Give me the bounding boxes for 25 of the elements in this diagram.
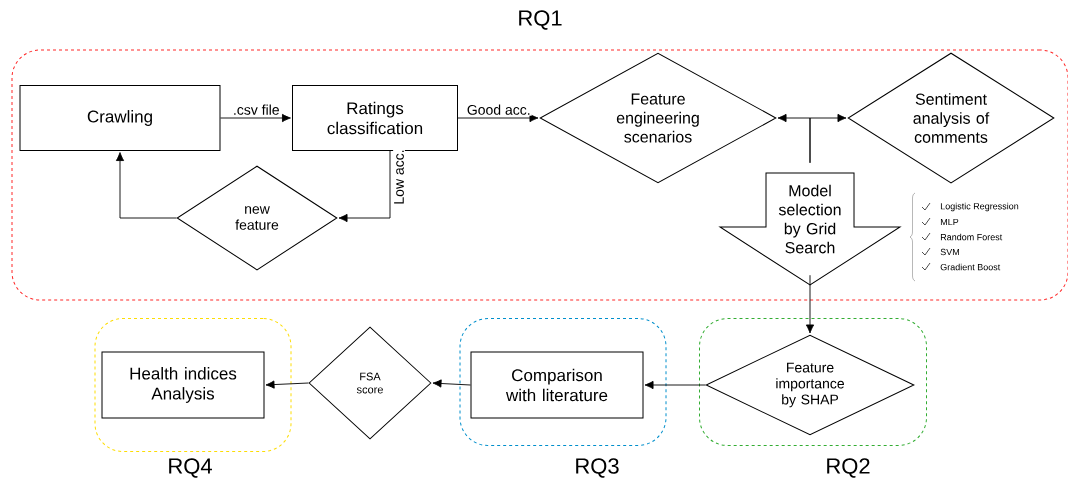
model-name: SVM bbox=[940, 248, 959, 256]
arrow bbox=[220, 113, 291, 123]
arrow bbox=[457, 113, 539, 123]
arrow bbox=[805, 274, 815, 334]
group-heading: RQ3 bbox=[576, 458, 619, 478]
process-box: Comparison with literature bbox=[470, 351, 644, 419]
arrow bbox=[115, 152, 177, 219]
model-name: Gradient Boost bbox=[940, 263, 1001, 271]
process-box: Ratings classification bbox=[292, 85, 458, 151]
arrow bbox=[432, 379, 471, 388]
arrow bbox=[644, 380, 706, 390]
group-heading: RQ1 bbox=[519, 10, 562, 30]
edge-label: .csv file bbox=[231, 103, 281, 116]
process-box: Health indices Analysis bbox=[101, 351, 265, 419]
model-name: MLP bbox=[940, 218, 959, 226]
arrow bbox=[265, 380, 309, 389]
model-name: Random Forest bbox=[940, 233, 1003, 241]
group-heading: RQ2 bbox=[827, 458, 870, 478]
group-heading: RQ4 bbox=[169, 458, 212, 478]
edge-label: Low acc. bbox=[393, 148, 405, 206]
arrow bbox=[338, 150, 391, 223]
edge-label: Good acc. bbox=[465, 103, 532, 116]
arrow bbox=[809, 113, 847, 164]
process-box: Crawling bbox=[19, 85, 221, 151]
model-name: Logistic Regression bbox=[940, 202, 1019, 212]
